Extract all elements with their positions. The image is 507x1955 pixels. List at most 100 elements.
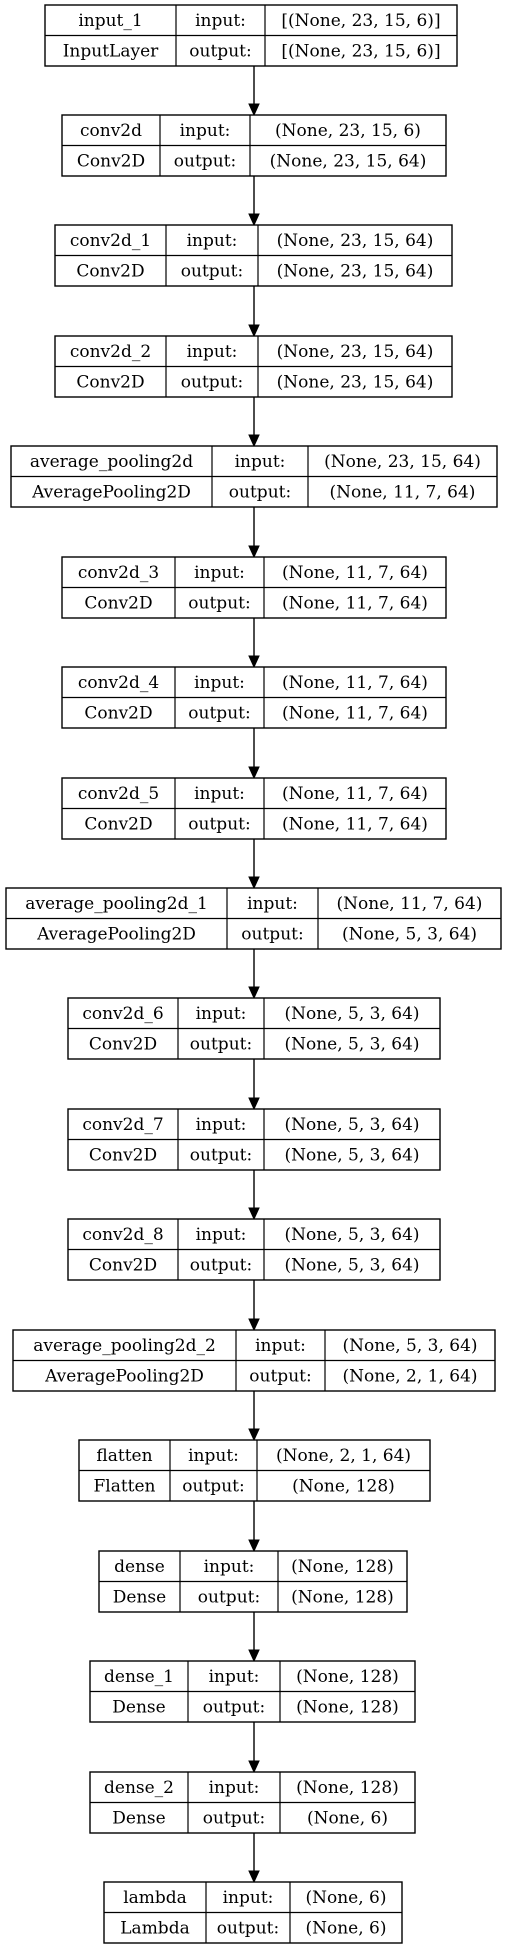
layer-name: conv2d_3 xyxy=(78,563,159,583)
layer-name: input_1 xyxy=(78,11,142,31)
input-shape: (None, 128) xyxy=(296,1778,399,1798)
layer-name: flatten xyxy=(96,1446,152,1466)
output-shape: (None, 5, 3, 64) xyxy=(284,1255,419,1275)
arrow-head-icon xyxy=(248,655,260,669)
layer-type: Dense xyxy=(113,1587,166,1607)
output-shape: (None, 128) xyxy=(296,1697,399,1717)
layer-type: InputLayer xyxy=(63,41,159,61)
output-shape: (None, 5, 3, 64) xyxy=(342,924,477,944)
input-shape: (None, 11, 7, 64) xyxy=(282,563,428,583)
output-shape: (None, 5, 3, 64) xyxy=(284,1034,419,1054)
layer-type: Dense xyxy=(112,1808,165,1828)
layer-name: conv2d_2 xyxy=(70,342,151,362)
output-label: output: xyxy=(198,1587,260,1607)
input-shape: (None, 23, 15, 6) xyxy=(275,121,421,141)
input-label: input: xyxy=(195,11,246,31)
layer-type: Lambda xyxy=(120,1918,189,1938)
arrow-head-icon xyxy=(248,213,260,227)
output-label: output: xyxy=(190,1145,252,1165)
input-label: input: xyxy=(194,673,245,693)
layer-name: conv2d_7 xyxy=(82,1115,163,1135)
input-shape: (None, 5, 3, 64) xyxy=(284,1115,419,1135)
layer-type: Conv2D xyxy=(84,703,152,723)
arrow-head-icon xyxy=(248,1318,260,1332)
output-shape: (None, 23, 15, 64) xyxy=(277,372,434,392)
output-label: output: xyxy=(249,1366,311,1386)
layer-type: Conv2D xyxy=(76,372,144,392)
output-shape: (None, 23, 15, 64) xyxy=(270,151,427,171)
input-label: input: xyxy=(196,1115,247,1135)
output-shape: (None, 2, 1, 64) xyxy=(342,1366,477,1386)
input-shape: (None, 23, 15, 64) xyxy=(277,231,434,251)
layer-type: AveragePooling2D xyxy=(44,1366,204,1386)
arrow-head-icon xyxy=(248,324,260,338)
output-shape: (None, 11, 7, 64) xyxy=(282,814,428,834)
input-label: input: xyxy=(194,784,245,804)
arrow-head-icon xyxy=(248,103,260,117)
input-shape: (None, 6) xyxy=(305,1888,386,1908)
input-shape: (None, 128) xyxy=(296,1667,399,1687)
layer-name: conv2d_6 xyxy=(82,1004,163,1024)
layer-type: Conv2D xyxy=(89,1034,157,1054)
input-label: input: xyxy=(194,563,245,583)
input-label: input: xyxy=(223,1888,274,1908)
layer-type: AveragePooling2D xyxy=(31,482,191,502)
arrow-head-icon xyxy=(248,766,260,780)
output-label: output: xyxy=(190,1034,252,1054)
layer-name: dense_2 xyxy=(104,1778,174,1798)
output-shape: (None, 128) xyxy=(292,1476,395,1496)
output-shape: (None, 11, 7, 64) xyxy=(282,593,428,613)
arrow-head-icon xyxy=(248,1760,260,1774)
output-shape: (None, 11, 7, 64) xyxy=(330,482,476,502)
output-label: output: xyxy=(203,1697,265,1717)
input-label: input: xyxy=(187,231,238,251)
layer-type: Flatten xyxy=(93,1476,155,1496)
output-shape: (None, 11, 7, 64) xyxy=(282,703,428,723)
layer-name: conv2d_1 xyxy=(70,231,151,251)
input-shape: (None, 11, 7, 64) xyxy=(282,784,428,804)
layer-type: Conv2D xyxy=(89,1255,157,1275)
output-label: output: xyxy=(182,1476,244,1496)
output-label: output: xyxy=(174,151,236,171)
arrow-head-icon xyxy=(248,986,260,1000)
layer-type: Dense xyxy=(112,1697,165,1717)
input-label: input: xyxy=(196,1225,247,1245)
input-label: input: xyxy=(255,1336,306,1356)
output-label: output: xyxy=(181,261,243,281)
input-label: input: xyxy=(187,342,238,362)
output-label: output: xyxy=(181,372,243,392)
input-shape: (None, 23, 15, 64) xyxy=(277,342,434,362)
output-label: output: xyxy=(203,1808,265,1828)
output-shape: (None, 23, 15, 64) xyxy=(277,261,434,281)
input-shape: (None, 5, 3, 64) xyxy=(284,1225,419,1245)
arrow-head-icon xyxy=(248,1539,260,1553)
output-label: output: xyxy=(229,482,291,502)
arrow-head-icon xyxy=(248,545,260,559)
arrow-head-icon xyxy=(248,1097,260,1111)
layer-name: average_pooling2d xyxy=(30,452,193,472)
output-label: output: xyxy=(190,1255,252,1275)
layer-type: Conv2D xyxy=(84,593,152,613)
layer-name: average_pooling2d_2 xyxy=(33,1336,216,1356)
layer-node-average-pooling2d-1: average_pooling2d_1AveragePooling2Dinput… xyxy=(5,887,502,950)
layer-type: Conv2D xyxy=(84,814,152,834)
input-label: input: xyxy=(180,121,231,141)
input-label: input: xyxy=(247,894,298,914)
output-label: output: xyxy=(189,41,251,61)
output-label: output: xyxy=(188,703,250,723)
arrow-head-icon xyxy=(248,1870,260,1884)
input-shape: (None, 11, 7, 64) xyxy=(282,673,428,693)
